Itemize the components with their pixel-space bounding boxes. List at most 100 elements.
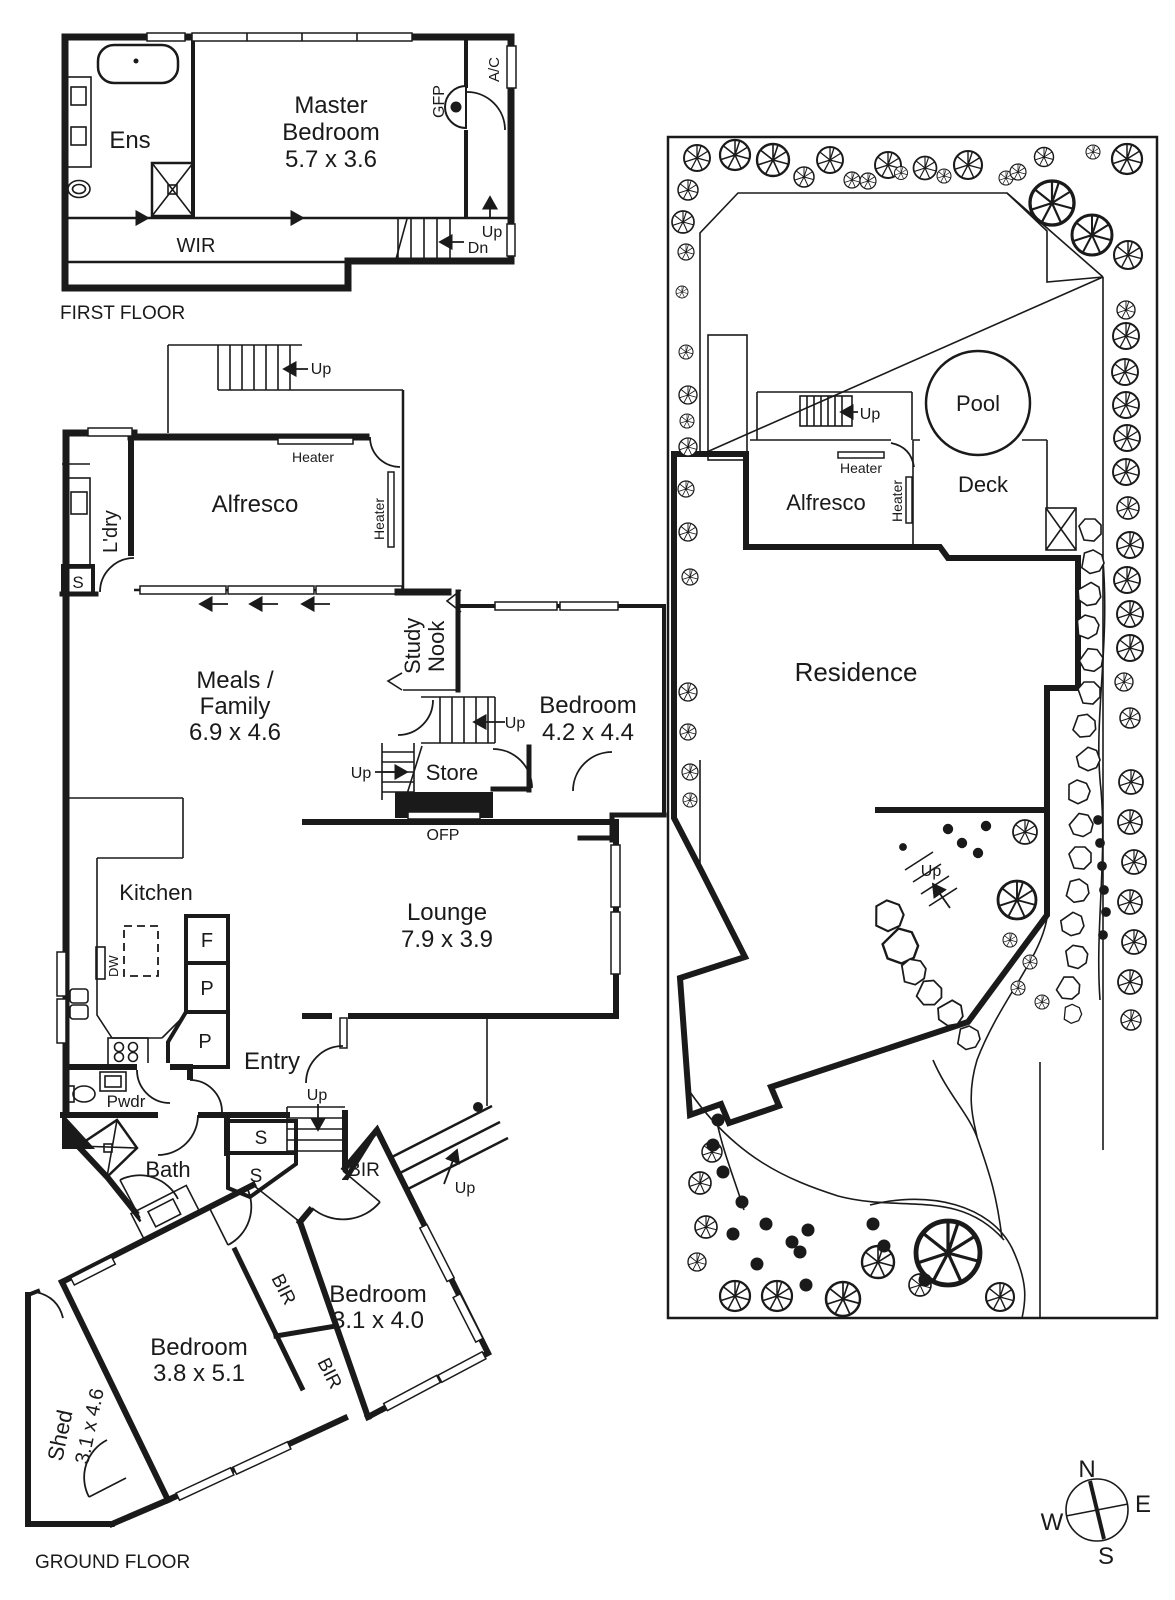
window-icon — [69, 1255, 117, 1287]
label-fridge: F — [201, 930, 213, 952]
heater-icon — [277, 437, 354, 445]
heater-icon — [905, 476, 913, 524]
heater-icon — [837, 451, 885, 459]
label-meals-dims: 6.9 x 4.6 — [189, 719, 281, 746]
label-residence: Residence — [795, 657, 918, 687]
label-store: Store — [426, 760, 479, 785]
stairs-first-floor — [395, 218, 451, 260]
label-master-line2: Bedroom — [282, 119, 379, 146]
stepping-stones — [868, 518, 1108, 1054]
sink-icon — [69, 988, 89, 1020]
bathtub-icon — [96, 43, 180, 85]
label-kitchen: Kitchen — [119, 880, 192, 905]
window-icon — [227, 585, 315, 595]
label-dw: DW — [106, 955, 121, 977]
label-meals-line1: Meals / — [196, 667, 274, 694]
stairs-ground-mid — [439, 697, 489, 743]
toilet-icon — [65, 1085, 96, 1103]
dishwasher-icon — [95, 946, 106, 980]
garden-bed-edge — [869, 1198, 1026, 1319]
label-pantry1: P — [200, 978, 213, 1000]
label-site-heater-top: Heater — [840, 460, 882, 476]
label-garden-up: Up — [921, 863, 942, 880]
label-bir1: BIR — [267, 1271, 300, 1309]
label-stairs-low-up: Up — [351, 765, 372, 782]
compass-s: S — [1098, 1543, 1114, 1570]
pantry-cabinet — [166, 1010, 230, 1069]
post-icon — [473, 1102, 483, 1112]
drain-box-icon — [1045, 507, 1077, 551]
site-plan: Up Heater Heater Alfresco Pool Deck Resi… — [666, 135, 1159, 1320]
compass-e: E — [1135, 1491, 1151, 1518]
first-floor-plan: Ens Master Bedroom 5.7 x 3.6 GFP A/C WIR… — [60, 32, 517, 324]
entry-cupboard — [226, 1151, 298, 1200]
label-lounge-dims: 7.9 x 3.9 — [401, 926, 493, 953]
window-icon — [418, 1223, 456, 1283]
label-study-line2: Nook — [424, 620, 449, 672]
label-stairs-mid-up: Up — [505, 715, 526, 732]
door-leaf — [339, 1017, 348, 1049]
label-ff-up: Up — [482, 224, 503, 241]
label-gfp: GFP — [431, 85, 448, 118]
window-icon — [610, 844, 621, 908]
label-ofp: OFP — [427, 827, 460, 844]
label-heater-side: Heater — [371, 498, 387, 540]
outbuilding — [707, 334, 748, 461]
label-shed-dims: 3.1 x 4.6 — [71, 1386, 108, 1466]
label-ff-dn: Dn — [468, 240, 488, 257]
label-master-dims: 5.7 x 3.6 — [285, 146, 377, 173]
window-icon — [146, 32, 186, 42]
ramp-steps — [389, 1104, 509, 1192]
label-alfresco: Alfresco — [212, 491, 299, 518]
label-bed3-dims: 3.8 x 5.1 — [153, 1360, 245, 1387]
label-site-heater-side: Heater — [889, 480, 905, 522]
shower-icon — [150, 161, 195, 218]
vanity-icon — [99, 1071, 127, 1092]
window-icon — [452, 1292, 484, 1344]
compass-n: N — [1078, 1456, 1095, 1483]
label-pantry2: P — [198, 1031, 211, 1053]
label-site-alfresco: Alfresco — [786, 490, 865, 515]
window-icon — [559, 601, 619, 611]
heater-icon — [387, 471, 395, 548]
cooktop-icon — [107, 1037, 149, 1066]
window-icon — [232, 1440, 292, 1476]
compass-needle — [1088, 1480, 1106, 1540]
compass: N E W S — [1041, 1456, 1151, 1570]
label-s2: S — [250, 1166, 263, 1187]
island-bench-icon — [123, 925, 159, 977]
label-lounge-name: Lounge — [407, 899, 487, 926]
label-ldry-s: S — [72, 573, 83, 592]
ac-unit-icon — [506, 45, 517, 89]
window-icon — [506, 223, 516, 257]
label-bir-hall: BIR — [348, 1160, 380, 1181]
pool-icon — [924, 349, 1032, 457]
ground-floor-plan: Up Heater Heater Alfresco L'dry S Meals … — [25, 344, 667, 1573]
laundry-cupboard — [61, 564, 95, 596]
shrubs-layer — [706, 815, 1111, 1292]
window-icon — [56, 951, 67, 997]
label-study-line1: Study — [400, 618, 425, 674]
label-pool: Pool — [956, 391, 1000, 416]
label-entry-up: Up — [307, 1087, 328, 1104]
compass-w: W — [1041, 1509, 1064, 1536]
window-icon — [139, 585, 227, 595]
toilet-icon — [67, 179, 91, 199]
label-heater-top: Heater — [292, 449, 334, 465]
window-icon — [175, 1466, 235, 1502]
label-bed2-dims: 3.1 x 4.0 — [332, 1307, 424, 1334]
window-icon — [494, 601, 558, 611]
label-entry: Entry — [244, 1048, 300, 1075]
label-bed1-dims: 4.2 x 4.4 — [542, 719, 634, 746]
garden-bed-edge — [970, 917, 1048, 1138]
stairs-site — [799, 395, 853, 427]
stairs-ground-top — [229, 345, 291, 390]
window-icon — [610, 911, 621, 975]
fence-line — [699, 192, 1104, 457]
label-master-line1: Master — [294, 92, 367, 119]
label-wir: WIR — [177, 235, 216, 257]
label-ramp-up: Up — [455, 1180, 476, 1197]
window-icon — [382, 1374, 442, 1412]
